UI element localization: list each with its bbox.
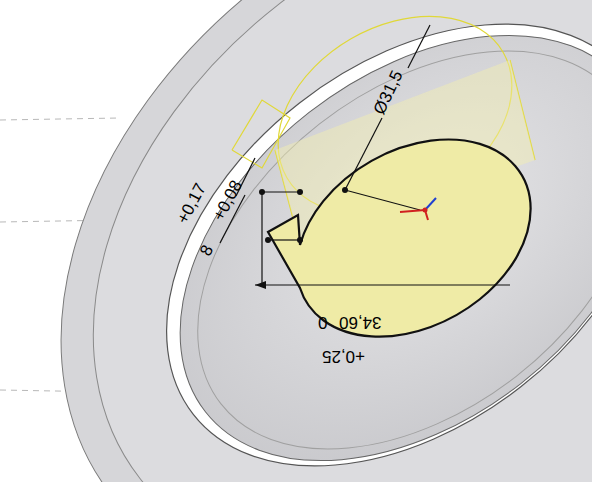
dimension-line	[220, 25, 510, 285]
dimension-text: +0,25	[322, 348, 365, 365]
recess-floor	[99, 0, 592, 482]
recess-edge	[82, 0, 592, 482]
recess-groove	[122, 0, 592, 482]
origin-triad	[400, 198, 436, 220]
dimension-point	[255, 187, 348, 289]
sketch-profile	[268, 140, 531, 337]
dimension-text: 0	[318, 314, 327, 331]
dimension-text: 34,60	[339, 314, 382, 331]
